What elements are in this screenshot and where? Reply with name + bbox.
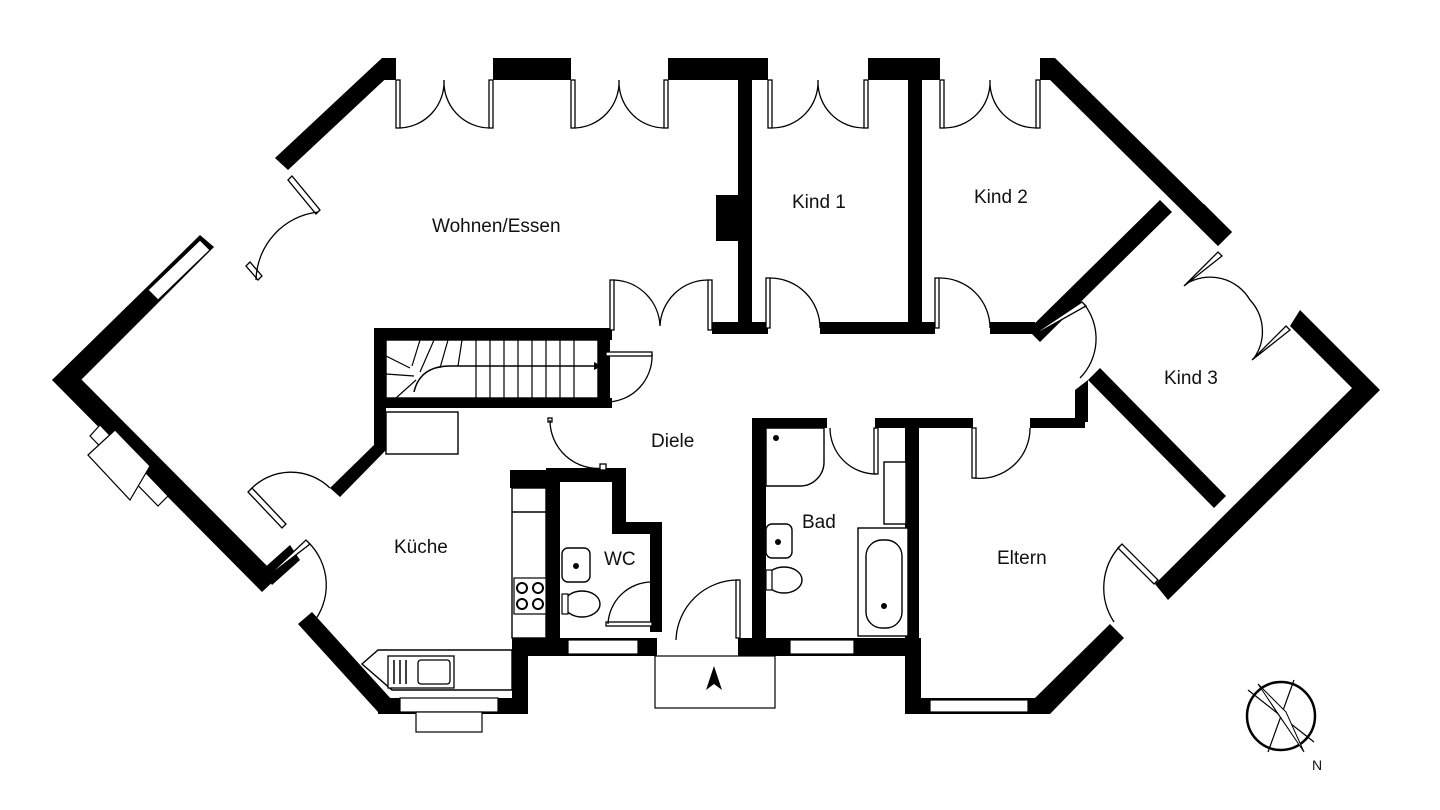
inner-walls <box>330 80 1226 640</box>
room-label-wc: WC <box>604 549 636 570</box>
bad-fixtures <box>765 427 909 637</box>
kitchen-door <box>247 471 331 529</box>
stair-door <box>605 351 653 403</box>
french-door-4 <box>939 79 1041 129</box>
entrance-arrow-icon <box>706 666 722 690</box>
french-door-1 <box>395 79 494 129</box>
french-door-3 <box>767 79 869 129</box>
room-label-wohnen: Wohnen/Essen <box>432 216 561 237</box>
kitchen-fixtures <box>360 411 547 691</box>
hall-door-left <box>547 417 607 471</box>
room-label-diele: Diele <box>651 431 694 452</box>
room-label-kueche: Küche <box>394 537 448 558</box>
eltern-door <box>971 427 1031 480</box>
wc-toilet-icon <box>563 590 601 618</box>
room-label-kind2: Kind 2 <box>974 187 1028 208</box>
compass-north-label: N <box>1312 757 1322 773</box>
room-labels: Wohnen/Essen Kind 1 Kind 2 Kind 3 Diele … <box>394 187 1218 570</box>
compass: N <box>1245 679 1322 773</box>
terrace-door-left <box>245 175 321 281</box>
kitchen-terrace-door <box>265 539 327 625</box>
kind2-door <box>934 277 991 329</box>
wc-fixtures <box>561 547 601 618</box>
wc-door <box>605 581 653 627</box>
bad-door <box>829 427 879 475</box>
room-label-kind1: Kind 1 <box>792 192 846 213</box>
entrance-door <box>675 579 741 641</box>
kind1-door <box>765 277 821 329</box>
eltern-balcony-door <box>1103 543 1159 623</box>
kind3-balcony-door <box>1183 251 1291 361</box>
french-door-2 <box>570 79 669 129</box>
room-label-kind3: Kind 3 <box>1164 368 1218 389</box>
doors <box>245 79 1291 641</box>
living-hall-door <box>609 279 713 331</box>
shower-icon <box>765 427 825 487</box>
room-label-eltern: Eltern <box>997 548 1047 569</box>
staircase <box>385 339 602 399</box>
room-label-bad: Bad <box>802 512 836 533</box>
kind3-door <box>1035 301 1097 379</box>
windows <box>87 239 1029 733</box>
